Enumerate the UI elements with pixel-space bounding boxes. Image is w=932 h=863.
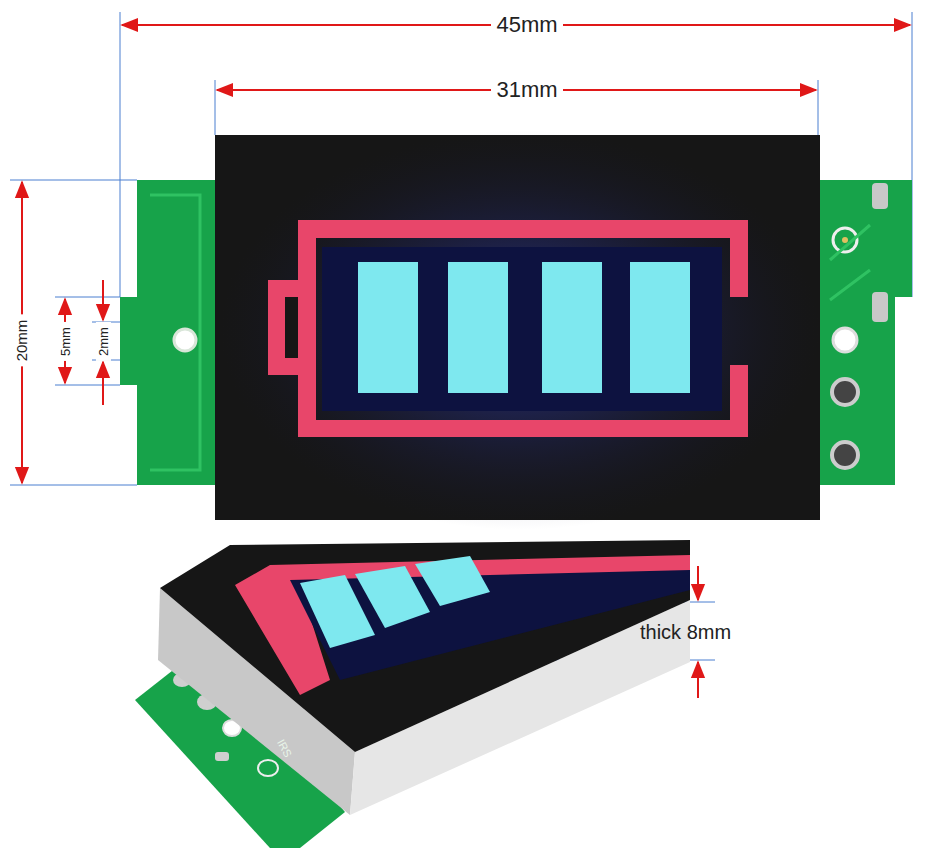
dimension-label: 5mm (57, 322, 72, 361)
mount-hole (174, 329, 196, 351)
battery-outline (268, 220, 748, 437)
dimension-label: 20mm (14, 314, 31, 366)
extension-lines (10, 12, 912, 660)
module-perspective (135, 540, 690, 848)
dimension-label: 31mm (491, 78, 562, 102)
pcb-tab (120, 180, 215, 485)
dimension-arrows (22, 25, 910, 698)
solder-pads (830, 183, 888, 468)
dimension-label: 45mm (491, 13, 562, 37)
battery-cells (358, 262, 690, 393)
dimension-label: 2mm (95, 322, 110, 361)
pcb-tab (818, 180, 912, 485)
thickness-label: thick 8mm (640, 622, 731, 642)
